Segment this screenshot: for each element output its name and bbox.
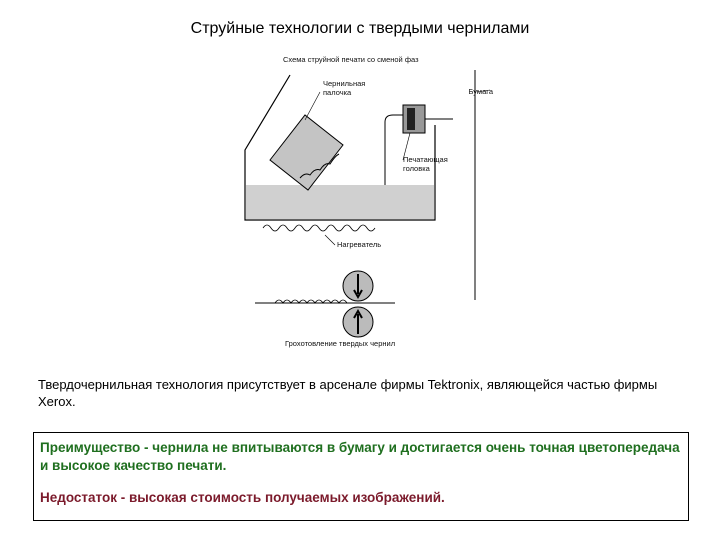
ink-stick bbox=[269, 114, 344, 191]
heater-coil bbox=[262, 224, 376, 232]
head-label: Печатающая bbox=[403, 155, 448, 164]
rollers-label: Грохотовление твердых чернил bbox=[285, 339, 395, 348]
advantage-text: Преимущество - чернила не впитываются в … bbox=[40, 440, 680, 473]
caption-text: Твердочернильная технология присутствует… bbox=[38, 377, 658, 409]
print-head-nozzles bbox=[407, 108, 415, 130]
ink-stick-melt bbox=[299, 153, 340, 179]
diagram-heading: Схема струйной печати со сменой фаз bbox=[283, 55, 419, 64]
slide-title: Струйные технологии с твердыми чернилами bbox=[190, 20, 530, 37]
disadvantage-text: Недостаток - высокая стоимость получаемы… bbox=[40, 490, 445, 505]
head-label-2: головка bbox=[403, 164, 431, 173]
ink-stick-label-2: палочка bbox=[323, 88, 352, 97]
ink-stick-label: Чернильная bbox=[323, 79, 365, 88]
molten-ink bbox=[246, 185, 434, 219]
bottom-roller-arrow bbox=[353, 308, 363, 334]
solid-ink-diagram: Схема струйной печати со сменой фаз Черн… bbox=[244, 55, 494, 348]
pros-cons-box: Преимущество - чернила не впитываются в … bbox=[33, 432, 689, 521]
ink-reservoir bbox=[244, 74, 436, 221]
ink-feed-tube bbox=[384, 114, 405, 185]
ink-drops bbox=[274, 299, 348, 304]
top-roller-arrow bbox=[353, 274, 363, 300]
heater-label: Нагреватель bbox=[337, 240, 381, 249]
paper-label: Бумага bbox=[469, 87, 494, 96]
